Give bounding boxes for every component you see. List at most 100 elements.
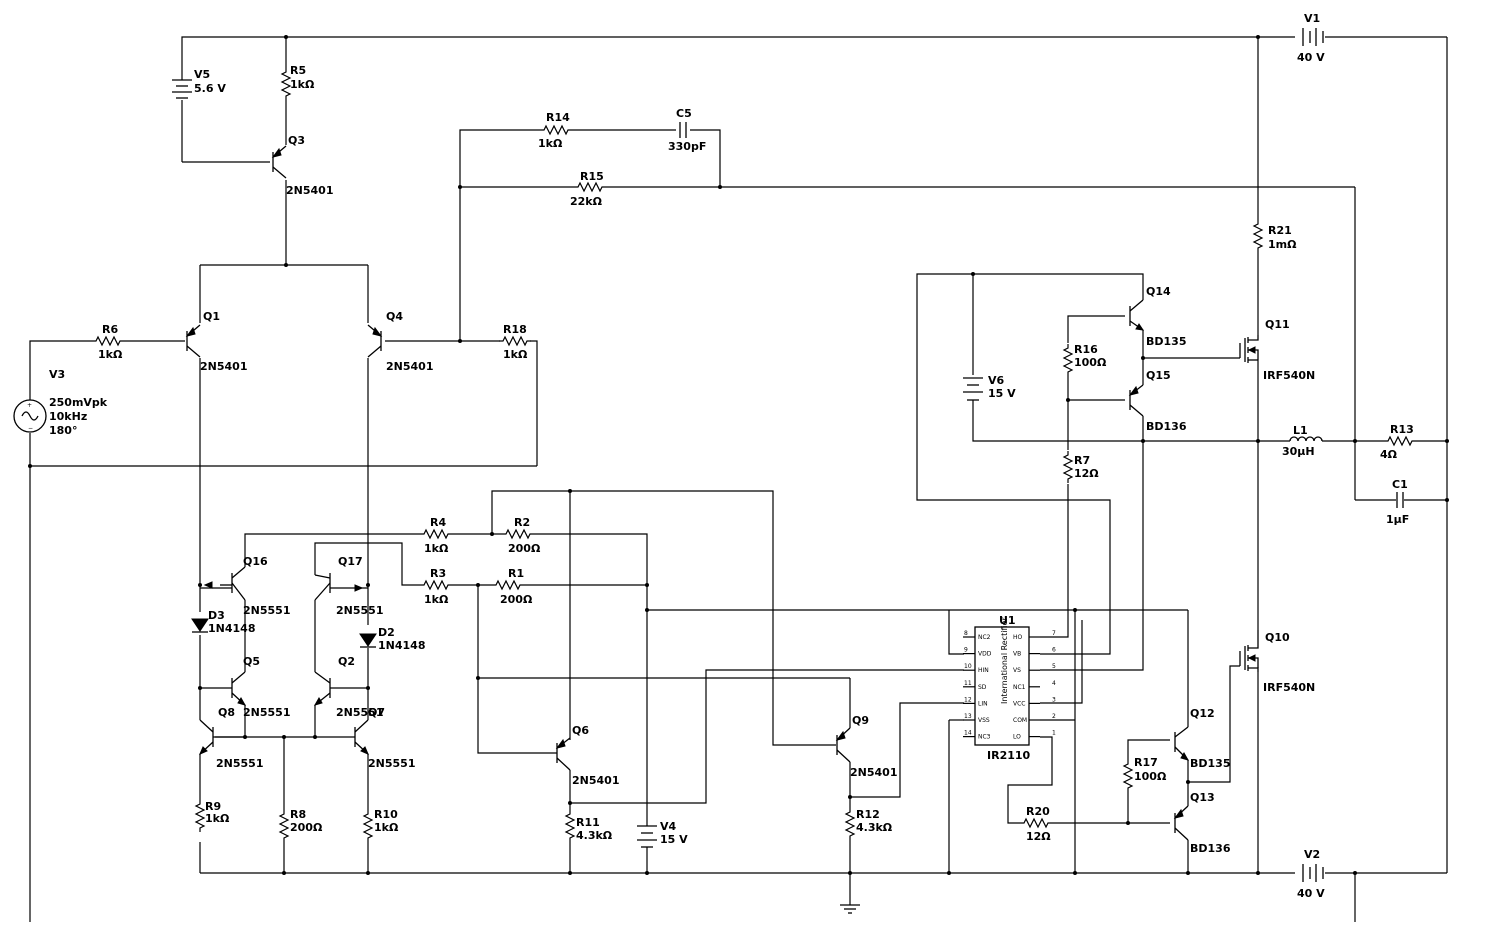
c1-value: 1µF xyxy=(1386,513,1409,526)
transistor-q2[interactable]: Q2 2N5551 xyxy=(313,655,383,719)
transistor-q9[interactable]: Q9 2N5401 xyxy=(835,714,897,779)
mosfet-q10[interactable]: Q10 IRF540N xyxy=(1239,630,1315,694)
resistor-r13[interactable]: R13 4Ω xyxy=(1380,423,1417,461)
r14-name: R14 xyxy=(546,111,570,124)
transistor-q12[interactable]: Q12 BD135 xyxy=(1174,707,1230,770)
transistor-q4[interactable]: Q4 2N5401 xyxy=(367,310,433,373)
battery-v4[interactable]: V4 15 V xyxy=(637,820,688,852)
resistor-r11[interactable]: R11 4.3kΩ xyxy=(565,809,613,843)
v6-value: 15 V xyxy=(988,387,1016,400)
r14-value: 1kΩ xyxy=(538,137,563,150)
ic-pin-number: 1 xyxy=(1052,730,1056,737)
r10-name: R10 xyxy=(374,808,398,821)
q16-model: 2N5551 xyxy=(243,604,290,617)
r3-value: 1kΩ xyxy=(424,593,449,606)
ic-pin-label: HIN xyxy=(978,667,989,674)
r12-name: R12 xyxy=(856,808,880,821)
resistor-r8[interactable]: R8 200Ω xyxy=(279,808,323,843)
resistor-r9[interactable]: R9 1kΩ xyxy=(195,799,230,833)
c1-name: C1 xyxy=(1392,478,1408,491)
transistor-q8[interactable]: Q8 2N5551 xyxy=(199,706,263,770)
transistor-q6[interactable]: Q6 2N5401 xyxy=(555,724,619,787)
ground-symbol xyxy=(840,904,860,914)
resistor-r20[interactable]: R20 12Ω xyxy=(1019,805,1053,843)
v4-name: V4 xyxy=(660,820,677,833)
q8-name: Q8 xyxy=(218,706,235,719)
resistor-r3[interactable]: R3 1kΩ xyxy=(419,567,453,606)
q14-model: BD135 xyxy=(1146,335,1186,348)
capacitor-c5[interactable]: C5 330pF xyxy=(668,107,706,153)
ic-pin-label: VS xyxy=(1013,667,1021,674)
transistor-q16[interactable]: Q16 2N5551 xyxy=(200,555,290,617)
battery-v5[interactable]: V5 5.6 V xyxy=(172,65,226,99)
battery-v6[interactable]: V6 15 V xyxy=(963,374,1016,405)
v3-freq: 10kHz xyxy=(49,410,87,423)
v3-amp: 250mVpk xyxy=(49,396,108,409)
resistor-r5[interactable]: R5 1kΩ xyxy=(281,64,315,101)
resistor-r17[interactable]: R17 100Ω xyxy=(1123,756,1167,793)
resistor-r6[interactable]: R6 1kΩ xyxy=(91,323,125,361)
mosfet-q11[interactable]: Q11 IRF540N xyxy=(1239,318,1315,382)
transistor-q15[interactable]: Q15 BD136 xyxy=(1128,369,1187,433)
r1-value: 200Ω xyxy=(500,593,533,606)
diode-d2[interactable]: D2 1N4148 xyxy=(359,626,425,652)
transistor-q1[interactable]: Q1 2N5401 xyxy=(185,310,247,373)
inductor-l1[interactable]: L1 30µH xyxy=(1282,424,1323,458)
r9-name: R9 xyxy=(205,800,221,813)
r4-name: R4 xyxy=(430,516,446,529)
q9-model: 2N5401 xyxy=(850,766,897,779)
q1-model: 2N5401 xyxy=(200,360,247,373)
r6-value: 1kΩ xyxy=(98,348,123,361)
ac-source-v3[interactable]: + − V3 250mVpk 10kHz 180° xyxy=(13,368,108,437)
r11-value: 4.3kΩ xyxy=(576,829,613,842)
d3-model: 1N4148 xyxy=(208,622,255,635)
battery-v1[interactable]: V1 40 V xyxy=(1297,12,1325,64)
r1-name: R1 xyxy=(508,567,524,580)
v4-value: 15 V xyxy=(660,833,688,846)
r12-value: 4.3kΩ xyxy=(856,821,893,834)
q11-model: IRF540N xyxy=(1263,369,1315,382)
resistor-r14[interactable]: R14 1kΩ xyxy=(538,111,573,150)
ic-pin-label: LO xyxy=(1013,734,1021,741)
ic-pin-number: 14 xyxy=(964,730,972,737)
c5-name: C5 xyxy=(676,107,692,120)
transistor-q5[interactable]: Q5 xyxy=(231,655,260,706)
q6-model: 2N5401 xyxy=(572,774,619,787)
q8-model: 2N5551 xyxy=(216,757,263,770)
transistor-q13[interactable]: Q13 BD136 xyxy=(1173,791,1231,855)
d3-name: D3 xyxy=(208,609,225,622)
q15-name: Q15 xyxy=(1146,369,1171,382)
resistor-r1[interactable]: R1 200Ω xyxy=(491,567,533,606)
r15-value: 22kΩ xyxy=(570,195,603,208)
resistor-r12[interactable]: R12 4.3kΩ xyxy=(845,807,893,841)
resistor-r4[interactable]: R4 1kΩ xyxy=(419,516,453,555)
q12-name: Q12 xyxy=(1190,707,1215,720)
q2-name: Q2 xyxy=(338,655,355,668)
diode-d3[interactable]: D3 1N4148 xyxy=(191,609,255,635)
q13-model: BD136 xyxy=(1190,842,1231,855)
resistor-r18[interactable]: R18 1kΩ xyxy=(498,323,532,361)
capacitor-c1[interactable]: C1 1µF xyxy=(1386,478,1409,526)
battery-v2[interactable]: V2 40 V xyxy=(1297,848,1325,900)
r18-value: 1kΩ xyxy=(503,348,528,361)
q4-model: 2N5401 xyxy=(386,360,433,373)
q10-model: IRF540N xyxy=(1263,681,1315,694)
resistor-r15[interactable]: R15 22kΩ xyxy=(570,170,607,208)
resistor-r21[interactable]: R21 1mΩ xyxy=(1253,219,1297,253)
r4-value: 1kΩ xyxy=(424,542,449,555)
resistor-r10[interactable]: R10 1kΩ xyxy=(363,808,399,843)
ic-pin-number: 2 xyxy=(1052,713,1056,720)
resistor-r16[interactable]: R16 100Ω xyxy=(1063,343,1107,377)
transistor-q17[interactable]: Q17 2N5551 xyxy=(314,555,383,617)
transistor-q14[interactable]: Q14 BD135 xyxy=(1129,285,1186,348)
transistor-q7[interactable]: Q7 2N5551 xyxy=(354,706,415,770)
v5-name: V5 xyxy=(194,68,210,81)
resistor-r7[interactable]: R7 12Ω xyxy=(1063,450,1099,484)
q14-name: Q14 xyxy=(1146,285,1171,298)
resistor-r2[interactable]: R2 200Ω xyxy=(501,516,541,555)
ic-u1-ir2110[interactable]: U1 IR2110 International Rectifier 8NC29V… xyxy=(963,614,1056,762)
transistor-q3[interactable]: Q3 2N5401 xyxy=(271,134,333,197)
v2-value: 40 V xyxy=(1297,887,1325,900)
q3-model: 2N5401 xyxy=(286,184,333,197)
l1-name: L1 xyxy=(1293,424,1308,437)
